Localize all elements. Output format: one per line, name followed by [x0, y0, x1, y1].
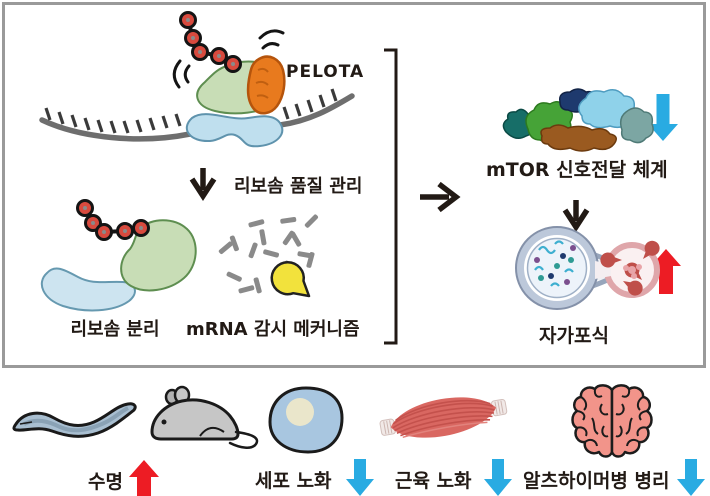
outcome-cell-aging-label: 세포 노화: [255, 470, 332, 492]
cell-illustration: [268, 386, 344, 454]
worm-icon: [12, 402, 137, 438]
worm-illustration: [12, 402, 137, 438]
down-arrow-icon: [189, 168, 217, 202]
ribosome-complex-illustration: [39, 11, 355, 148]
cell-nucleus: [286, 398, 314, 426]
brain-illustration: [571, 384, 653, 458]
outcome-muscle-aging-label: 근육 노화: [395, 470, 472, 492]
pelota-protein-icon: [246, 55, 286, 115]
ribosome-small-subunit-icon: [40, 267, 136, 312]
muscle-illustration: [379, 397, 508, 439]
ribosome-separation-label: 리보솜 분리: [70, 319, 160, 340]
mtor-label: mTOR 신호전달 체계: [486, 159, 668, 181]
ribosome-small-subunit-icon: [185, 113, 284, 148]
mtor-complex-illustration: [502, 88, 654, 152]
vibration-marks-icon: [172, 29, 285, 89]
autophagy-label: 자가포식: [539, 325, 609, 347]
quality-control-label: 리보솜 품질 관리: [234, 176, 363, 197]
alzheimer-down-arrow-icon: [677, 459, 705, 496]
mrna-surveillance-label: mRNA 감시 메커니즘: [186, 319, 360, 340]
ribosome-separation-illustration: [40, 199, 197, 312]
mtor-down-arrow-icon: [648, 94, 678, 141]
nuclease-pacman-icon: [270, 260, 311, 298]
cell-aging-down-arrow-icon: [346, 459, 374, 496]
peptide-beads: [179, 11, 242, 73]
down-arrow-icon: [562, 200, 590, 233]
mrna-surveillance-illustration: [218, 214, 319, 298]
autophagy-up-arrow-icon: [651, 249, 681, 294]
mtor-complex-icon: [502, 88, 654, 152]
mrna-ticks: [44, 88, 338, 134]
autophagy-illustration: [515, 226, 660, 310]
mouse-illustration: [150, 385, 259, 449]
pelota-label: PELOTA: [286, 62, 365, 82]
brain-icon: [571, 384, 653, 458]
mouse-icon: [150, 385, 259, 449]
muscle-icon: [379, 397, 508, 439]
outcome-lifespan-label: 수명: [88, 471, 123, 493]
bracket: [384, 48, 398, 345]
autophagosome-lysosome-icon: [515, 226, 660, 310]
muscle-aging-down-arrow-icon: [484, 459, 512, 496]
outcome-alzheimer-label: 알츠하이머병 병리: [523, 470, 670, 492]
right-arrow-icon: [420, 181, 461, 213]
lifespan-up-arrow-icon: [129, 460, 159, 496]
